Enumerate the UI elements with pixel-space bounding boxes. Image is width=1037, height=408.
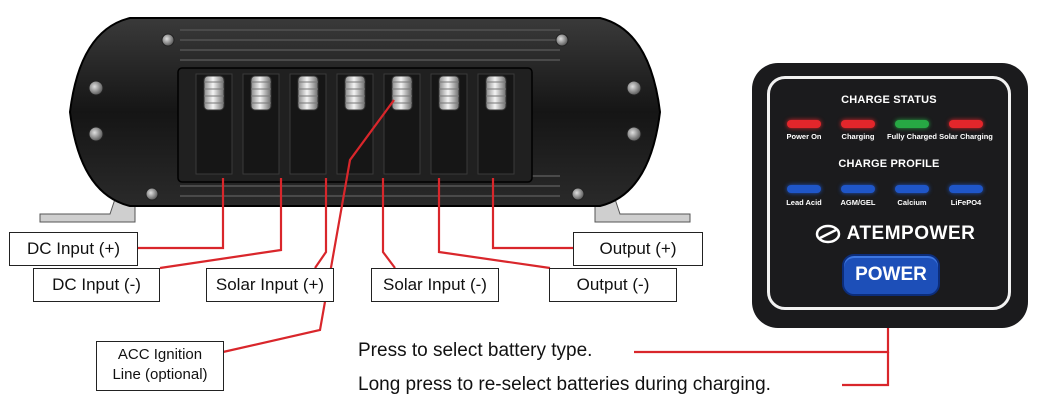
terminal-screw-icon [289, 73, 327, 175]
profile-led-label-4: LiFePO4 [950, 198, 982, 207]
leader-solar-input-neg [381, 178, 396, 269]
acc-line2: Line (optional) [112, 366, 208, 383]
profile-led-label-3: Calcium [897, 198, 927, 207]
bolt-icon [555, 33, 569, 47]
charge-profile-title: CHARGE PROFILE [838, 158, 940, 170]
terminal-screw-icon [383, 73, 421, 175]
brand-name: ATEMPOWER [846, 223, 976, 244]
bolt-icon [161, 33, 175, 47]
label-dc-input-neg: DC Input (-) [33, 268, 160, 302]
leader-dc-input-pos [137, 178, 225, 250]
charge-status-title: CHARGE STATUS [841, 94, 937, 106]
terminal-screw-icon [430, 73, 468, 175]
status-led-label-2: Charging [841, 132, 875, 141]
profile-led-3 [895, 185, 929, 193]
status-led-label-3: Fully Charged [886, 132, 937, 141]
profile-led-1 [787, 185, 821, 193]
status-led-label-1: Power On [786, 132, 822, 141]
status-led-2 [841, 120, 875, 128]
label-solar-input-neg: Solar Input (-) [371, 268, 499, 302]
profile-led-2 [841, 185, 875, 193]
acc-line1: ACC Ignition [117, 346, 203, 363]
leader-output-neg [437, 178, 551, 270]
leader-dc-input-neg [159, 178, 283, 270]
status-led-label-4: Solar Charging [939, 132, 993, 141]
profile-led-4 [949, 185, 983, 193]
label-dc-input-pos: DC Input (+) [9, 232, 138, 266]
label-solar-input-pos: Solar Input (+) [206, 268, 334, 302]
leader-output-pos [491, 178, 573, 250]
note-long-press: Long press to re-select batteries during… [358, 374, 771, 395]
profile-led-label-1: Lead Acid [786, 198, 822, 207]
bolt-icon [145, 187, 159, 201]
terminal-screw-icon [242, 73, 280, 175]
status-led-1 [787, 120, 821, 128]
label-acc-ignition: ACC Ignition Line (optional) [96, 341, 224, 391]
status-led-3 [895, 120, 929, 128]
note-press: Press to select battery type. [358, 340, 593, 361]
label-output-pos: Output (+) [573, 232, 703, 266]
power-button[interactable]: POWER [842, 254, 940, 296]
label-output-neg: Output (-) [549, 268, 677, 302]
profile-led-label-2: AGM/GEL [840, 198, 876, 207]
brand-logo: ATEMPOWER [800, 223, 990, 245]
terminal-screw-icon [336, 73, 374, 175]
leader-acc-ignition [222, 99, 395, 354]
terminal-screw-icon [477, 73, 515, 175]
bolt-icon [88, 126, 104, 142]
bolt-icon [626, 126, 642, 142]
status-led-4 [949, 120, 983, 128]
bolt-icon [626, 80, 642, 96]
bolt-icon [88, 80, 104, 96]
control-panel-border [767, 76, 1011, 310]
bolt-icon [571, 187, 585, 201]
leader-solar-input-pos [314, 178, 328, 269]
terminal-screw-icon [195, 73, 233, 175]
brand-icon [815, 224, 840, 244]
leader-power-note-2 [842, 352, 890, 387]
